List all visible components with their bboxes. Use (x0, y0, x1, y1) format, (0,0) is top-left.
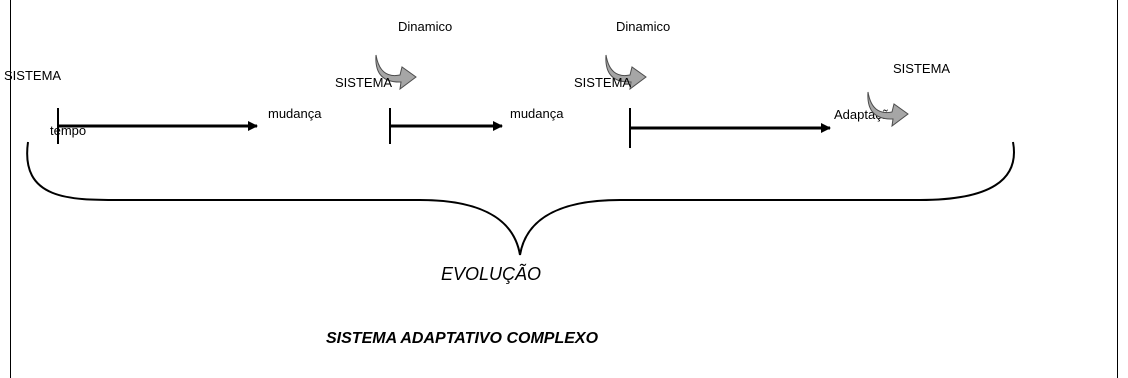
change-label-1: mudança (268, 106, 322, 121)
change-label-2: mudança (510, 106, 564, 121)
diagram-title: SISTEMA ADAPTATIVO COMPLEXO (326, 330, 599, 347)
dynamic-label-1: Dinamico (398, 19, 452, 34)
system-label-2: SISTEMA (335, 75, 392, 90)
evolution-label: EVOLUÇÃO (441, 263, 541, 284)
system-label-1: SISTEMA (4, 68, 61, 83)
dynamic-label-2: Dinamico (616, 19, 670, 34)
evolution-brace (26, 141, 1015, 256)
tempo-label: tempo (50, 123, 86, 138)
system-label-3: SISTEMA (574, 75, 631, 90)
system-label-4: SISTEMA (893, 61, 950, 76)
adaptation-label: Adaptação (834, 107, 896, 122)
